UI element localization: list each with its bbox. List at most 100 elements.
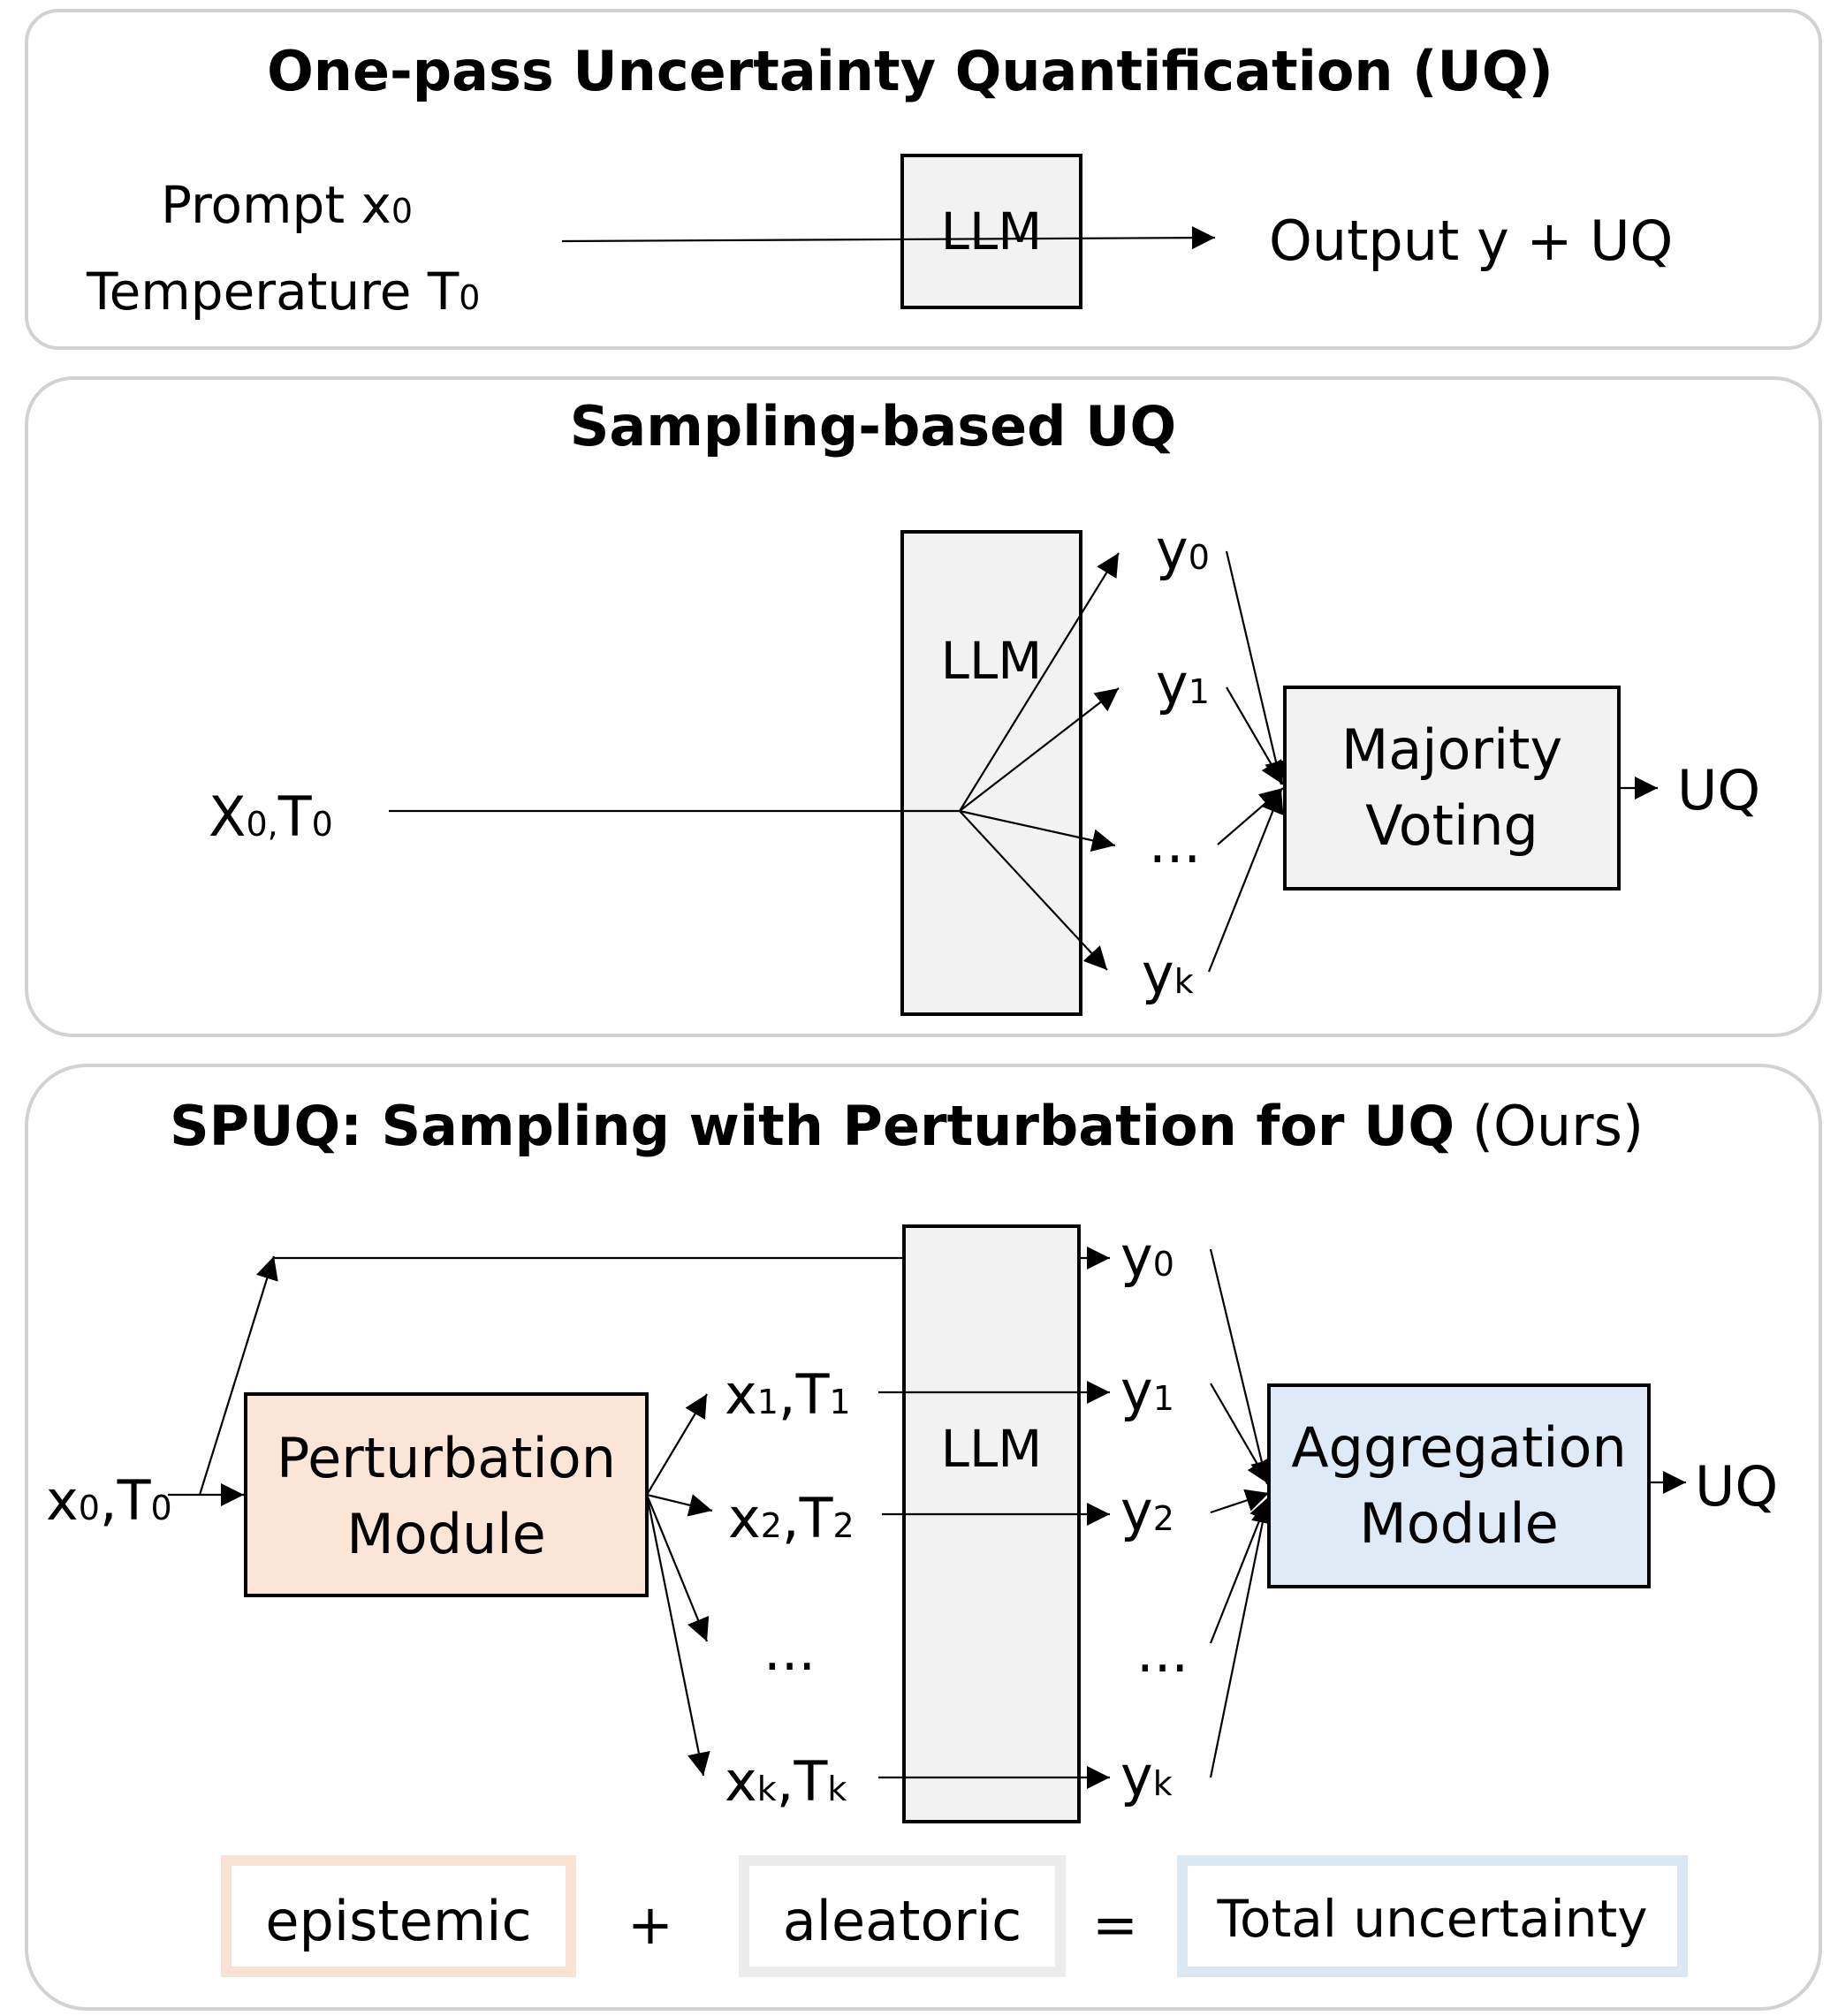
- spuq-y0: y0: [1120, 1224, 1174, 1289]
- legend-total: Total uncertainty: [1216, 1889, 1647, 1949]
- sampling-input-label: X0,T0: [209, 784, 333, 849]
- llm-label-sampling: LLM: [941, 631, 1043, 691]
- aggregation-line1: Aggregation: [1291, 1415, 1627, 1480]
- spuq-xk: xk,Tk: [725, 1749, 847, 1814]
- sampling-y0: y0: [1156, 518, 1210, 582]
- spuq-xk-comma: ,: [777, 1749, 794, 1814]
- spuq-y2-sub: 2: [1153, 1499, 1174, 1538]
- spuq-y1-y: y: [1120, 1359, 1153, 1423]
- spuq-x1-tsub: 1: [829, 1383, 850, 1421]
- spuq-y1-sub: 1: [1153, 1379, 1174, 1418]
- spuq-uq-label: UQ: [1695, 1454, 1778, 1519]
- sampling-yk-y: y: [1142, 942, 1174, 1006]
- legend: epistemic + aleatoric = Total uncertaint…: [221, 1855, 1688, 1977]
- spuq-x2-comma: ,: [782, 1486, 800, 1550]
- spuq-x1-t: T: [795, 1362, 831, 1427]
- arrow-to-yk: [959, 810, 1108, 971]
- panel-one-pass-title: One-pass Uncertainty Quantification (UQ): [267, 39, 1553, 103]
- sampling-y1-sub: 1: [1189, 672, 1210, 711]
- sampling-input-x-sub: 0: [246, 805, 267, 844]
- sampling-yk-sub: k: [1174, 962, 1194, 1001]
- spuq-xk-t: T: [793, 1749, 828, 1814]
- arrow-perturb-to-xk: [645, 1494, 710, 1777]
- spuq-yk-y: y: [1120, 1744, 1153, 1808]
- arrow-perturb-to-ellipsis: [645, 1494, 710, 1642]
- spuq-input-x-sub: 0: [79, 1489, 100, 1527]
- spuq-xk-tsub: k: [827, 1770, 847, 1808]
- sampling-y0-y: y: [1156, 518, 1189, 582]
- spuq-y0-sub: 0: [1153, 1245, 1174, 1284]
- spuq-y1: y1: [1120, 1359, 1174, 1423]
- spuq-x1-xsub: 1: [757, 1383, 778, 1421]
- spuq-x1-x: x: [725, 1362, 757, 1427]
- spuq-x1-comma: ,: [778, 1362, 796, 1427]
- temperature-label: Temperature T0: [86, 261, 480, 322]
- arrow-y0-to-agg: [1209, 1248, 1273, 1485]
- legend-epistemic-box: [221, 1855, 576, 1977]
- temperature-text: Temperature T: [86, 261, 460, 322]
- aggregation-module-box: [1267, 1383, 1651, 1588]
- spuq-xk-xsub: k: [757, 1770, 777, 1808]
- llm-label-one-pass: LLM: [941, 201, 1043, 261]
- perturbation-line1: Perturbation: [277, 1426, 616, 1490]
- sampling-uq-label: UQ: [1677, 758, 1760, 822]
- temperature-subscript: 0: [459, 278, 480, 317]
- spuq-x-ellipsis: ...: [763, 1618, 816, 1683]
- spuq-yk-sub: k: [1153, 1764, 1173, 1803]
- perturbation-module-box: [244, 1392, 649, 1597]
- sampling-y1: y1: [1156, 652, 1210, 716]
- spuq-x2: x2,T2: [728, 1486, 854, 1550]
- legend-aleatoric: aleatoric: [783, 1889, 1022, 1953]
- spuq-y2-y: y: [1120, 1479, 1153, 1543]
- spuq-y-ellipsis: ...: [1136, 1620, 1189, 1685]
- aggregation-line2: Module: [1359, 1491, 1558, 1556]
- arrow-y2-to-agg: [1210, 1489, 1270, 1514]
- sampling-input-sep: ,: [268, 805, 278, 844]
- arrow-to-ellipsis: [959, 809, 1116, 853]
- arrow-prompt-to-output: [561, 226, 1216, 250]
- sampling-input-t: T: [277, 784, 313, 849]
- sampling-y0-sub: 0: [1189, 538, 1210, 577]
- panel-spuq-title-suffix: (Ours): [1454, 1094, 1644, 1158]
- legend-plus: +: [627, 1892, 673, 1957]
- spuq-x2-x: x: [728, 1486, 761, 1550]
- llm-box-one-pass: [900, 154, 1082, 309]
- arrow-input-bypass-up: [198, 1255, 278, 1496]
- llm-box-spuq: [902, 1224, 1081, 1823]
- prompt-text: Prompt x: [161, 175, 391, 235]
- sampling-input-x: X: [209, 784, 246, 849]
- arrow-yk-to-agg: [1209, 1499, 1274, 1778]
- llm-label-spuq: LLM: [941, 1419, 1043, 1479]
- prompt-label: Prompt x0: [161, 175, 413, 235]
- spuq-y0-y: y: [1120, 1224, 1153, 1289]
- prompt-subscript: 0: [391, 192, 413, 231]
- arrow-perturb-to-x1: [646, 1393, 708, 1496]
- arrow-yk-to-voting: [1207, 789, 1284, 973]
- panel-sampling: Sampling-based UQ X0,T0 LLM y0 y1 ... yk…: [25, 376, 1822, 1037]
- spuq-input-label: x0,T0: [46, 1468, 172, 1533]
- majority-voting-line2: Voting: [1365, 793, 1538, 858]
- panel-spuq: SPUQ: Sampling with Perturbation for UQ …: [25, 1064, 1822, 2011]
- spuq-y2: y2: [1120, 1479, 1174, 1543]
- arrow-to-y1: [959, 687, 1120, 812]
- legend-aleatoric-box: [739, 1855, 1066, 1977]
- legend-total-box: [1177, 1855, 1688, 1977]
- spuq-x2-tsub: 2: [832, 1506, 854, 1545]
- perturbation-line2: Module: [346, 1502, 545, 1566]
- arrow-y0-to-voting: [1225, 550, 1287, 785]
- sampling-input-t-sub: 0: [312, 805, 333, 844]
- spuq-x2-xsub: 2: [761, 1506, 782, 1545]
- panel-spuq-title-main: SPUQ: Sampling with Perturbation for UQ: [170, 1094, 1454, 1158]
- spuq-input-x: x: [46, 1468, 79, 1533]
- spuq-x2-t: T: [799, 1486, 834, 1550]
- spuq-xk-x: x: [725, 1749, 757, 1814]
- sampling-y1-y: y: [1156, 652, 1189, 716]
- output-label: Output y + UQ: [1269, 208, 1673, 273]
- panel-one-pass: One-pass Uncertainty Quantification (UQ)…: [25, 9, 1822, 350]
- panel-sampling-title: Sampling-based UQ: [570, 394, 1176, 459]
- spuq-x1: x1,T1: [725, 1362, 851, 1427]
- sampling-yk: yk: [1142, 942, 1194, 1006]
- arrow-y1-to-agg: [1210, 1383, 1270, 1485]
- legend-equals: =: [1092, 1892, 1138, 1957]
